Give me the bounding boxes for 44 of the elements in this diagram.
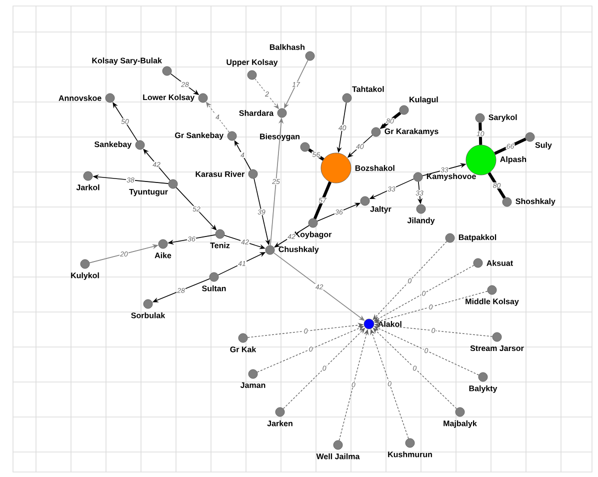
node-label: Shoshkaly: [516, 198, 556, 206]
node-label: Sultan: [202, 285, 226, 292]
node-label: Teniz: [210, 242, 230, 248]
node-label: Suly: [535, 142, 552, 150]
node-label: Gr Karakamys: [384, 128, 438, 136]
node-label: Majbalyk: [444, 420, 477, 428]
node-label: Aksuat: [486, 260, 513, 266]
node-label: Shardara: [239, 110, 274, 116]
node-label: Karasu River: [196, 171, 244, 177]
node-label: Alpash: [500, 156, 526, 164]
node-label: Jarken: [267, 420, 292, 426]
node-label: Jaman: [240, 382, 266, 388]
node-label: Kolsay Sary-Bulak: [92, 58, 162, 65]
arrow: [143, 148, 170, 181]
node-label: Alakol: [378, 321, 402, 327]
node-label: Aike: [154, 252, 172, 258]
node-label: Koybagor: [294, 231, 332, 239]
node-label: Kushmurun: [388, 451, 432, 458]
node-label: Gr Kak: [230, 346, 256, 352]
node-label: Bozshakol: [355, 165, 394, 171]
node-label: Stream Jarsor: [470, 345, 524, 352]
node-label: Sankebay: [94, 141, 132, 149]
node-label: Chushkaly: [278, 246, 319, 254]
node-label: Jaltyr: [370, 206, 392, 214]
node-label: Tyuntugur: [129, 189, 168, 196]
node-label: Upper Kolsay: [226, 59, 278, 67]
node-label: Jarkol: [76, 184, 100, 190]
node-label: Kulykol: [71, 272, 99, 280]
node-label: Batpakkol: [458, 234, 496, 242]
arrow: [374, 264, 474, 322]
node-label: Middle Kolsay: [466, 298, 519, 306]
node-label: Tahtakol: [352, 86, 384, 92]
node-label: Balkhash: [270, 44, 304, 50]
node-label: Biesoygan: [260, 133, 300, 141]
node-label: Jilandy: [407, 217, 435, 225]
node-label: Kamyshovoe: [426, 173, 476, 181]
node-label: Annovskoe: [58, 95, 102, 101]
node-label: Well Jailma: [316, 453, 360, 460]
node-label: Kulagul: [410, 96, 438, 104]
node-label: Gr Sankebay: [175, 132, 224, 140]
node-label: Sarykol: [488, 114, 517, 122]
node-label: Sorbulak: [131, 312, 166, 318]
node-label: Balykty: [469, 385, 498, 393]
node-label: Lower Kolsay: [143, 94, 195, 102]
